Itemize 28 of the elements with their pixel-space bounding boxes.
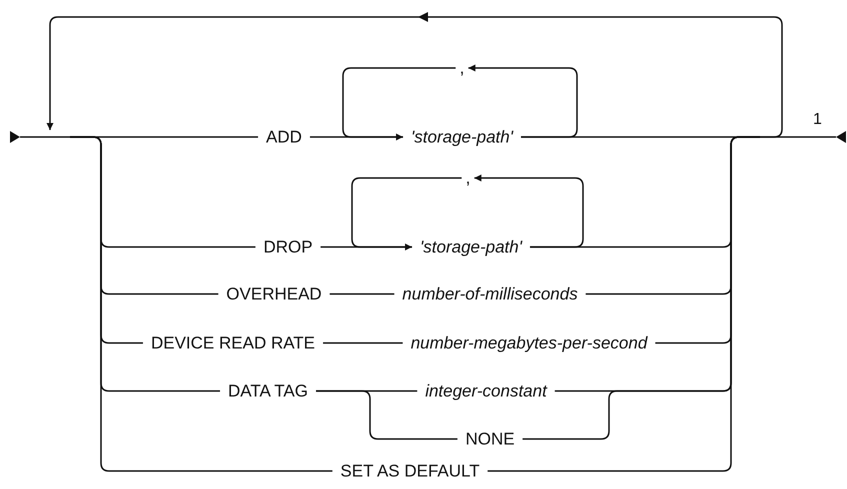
syntax-line xyxy=(488,136,760,472)
loop-arrow xyxy=(342,67,456,140)
syntax-line xyxy=(316,390,458,440)
variable-text: integer-constant xyxy=(417,380,555,402)
syntax-line xyxy=(70,136,332,472)
syntax-line xyxy=(323,342,403,344)
separator-text: , xyxy=(462,168,474,188)
start-marker-icon xyxy=(10,131,20,143)
separator-text: , xyxy=(456,58,468,78)
variable-text: number-of-milliseconds xyxy=(394,284,586,304)
keyword-text: OVERHEAD xyxy=(218,284,330,304)
footnote-number: 1 xyxy=(813,112,822,128)
keyword-text: NONE xyxy=(457,428,523,450)
syntax-line xyxy=(20,136,258,138)
keyword-text: DEVICE READ RATE xyxy=(142,332,324,354)
end-marker-icon xyxy=(836,131,846,143)
keyword-text: ADD xyxy=(258,126,310,148)
loop-arrow xyxy=(351,177,462,250)
syntax-line xyxy=(520,136,836,138)
keyword-text: DATA TAG xyxy=(220,380,316,402)
variable-text: 'storage-path' xyxy=(403,126,521,148)
loop-arrow xyxy=(468,64,578,138)
syntax-line xyxy=(330,293,394,295)
keyword-text: SET AS DEFAULT xyxy=(332,460,488,482)
variable-text: 'storage-path' xyxy=(412,236,530,258)
variable-text: number-megabytes-per-second xyxy=(402,332,656,354)
loop-arrow xyxy=(474,174,584,248)
keyword-text: DROP xyxy=(255,236,321,258)
